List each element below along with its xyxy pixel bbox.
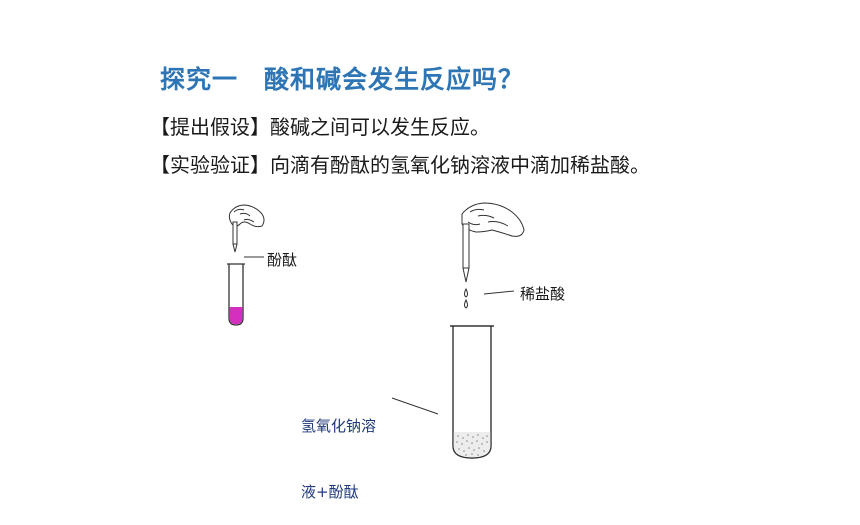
- right-test-tube-icon: [450, 325, 494, 459]
- tube-label-pointer: [391, 397, 439, 415]
- right-dropper-pointer: [483, 290, 515, 295]
- tube-contents-line1: 氢氧化钠溶: [301, 417, 377, 435]
- experiment-illustration: [227, 202, 525, 459]
- left-test-tube-icon: [227, 263, 245, 326]
- droplet-icon: [464, 298, 468, 309]
- left-tube-liquid: [229, 307, 243, 325]
- experiment-text: 【实验验证】向滴有酚酞的氢氧化钠溶液中滴加稀盐酸。: [150, 153, 650, 177]
- tube-contents-line2: 液+酚酞: [301, 483, 359, 501]
- left-hand-dropper-icon: [228, 204, 265, 253]
- droplet-icon: [464, 287, 468, 298]
- dilute-hcl-label: 稀盐酸: [520, 285, 566, 303]
- phenolphthalein-label: 酚酞: [267, 251, 298, 269]
- hypothesis-text: 【提出假设】酸碱之间可以发生反应。: [150, 115, 490, 139]
- right-hand-dropper-icon: [461, 202, 525, 283]
- tube-contents-label: 氢氧化钠溶 液+酚酞: [301, 371, 376, 525]
- slide-title: 探究一 酸和碱会发生反应吗？: [160, 65, 525, 94]
